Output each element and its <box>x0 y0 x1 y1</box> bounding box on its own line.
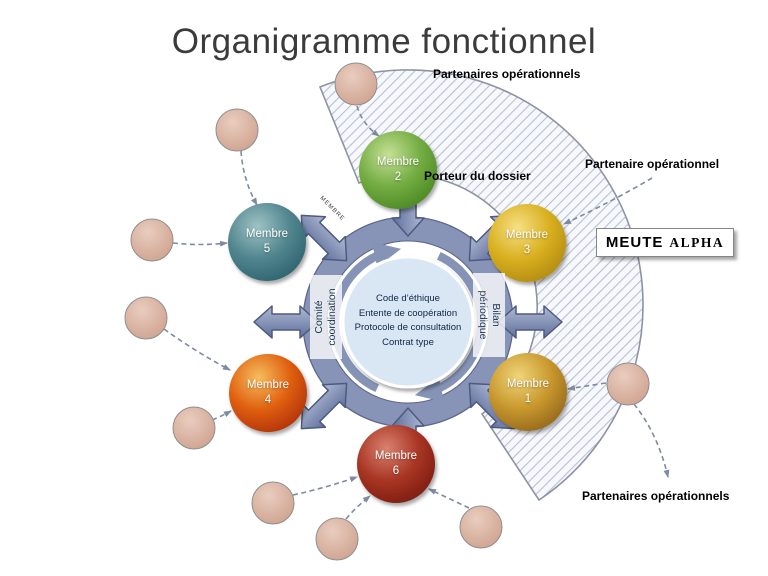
member-1-circle <box>489 353 567 431</box>
dashed-connector <box>211 410 232 421</box>
partner-circles <box>124 62 650 561</box>
member-1-number: 1 <box>524 392 532 405</box>
partner-circle <box>172 406 216 450</box>
partner-circle <box>606 362 650 406</box>
member-6-label: Membre 6 <box>356 449 436 479</box>
member-4-number: 4 <box>264 393 272 406</box>
hub-document-3: Protocole de consultation <box>354 322 462 334</box>
partner-circle <box>315 517 359 561</box>
bilan-line1: Bilan <box>489 303 502 327</box>
member-2-name: Membre <box>376 156 420 168</box>
dashed-connector <box>172 240 228 247</box>
member-3-number: 3 <box>523 243 531 256</box>
member-3-name: Membre <box>505 229 549 241</box>
member-4-circle <box>229 354 307 432</box>
member-5-number: 5 <box>263 242 271 255</box>
meute-alpha-badge: MEUTE ALPHA <box>596 228 734 257</box>
member-4-name: Membre <box>246 379 290 391</box>
member-1-name: Membre <box>506 378 550 390</box>
dashed-connector <box>345 495 371 520</box>
member-4-label: Membre 4 <box>228 378 308 408</box>
member-2-number: 2 <box>394 170 402 183</box>
partner-circle <box>334 62 378 106</box>
member-5-circle <box>228 203 306 281</box>
rotated-label-comite-coordination: Comité coordination <box>310 275 342 359</box>
label-partenaires-bottom: Partenaires opérationnels <box>582 489 730 503</box>
hub-documents: Code d’éthique Entente de coopération Pr… <box>341 292 475 351</box>
label-porteur-du-dossier: Porteur du dossier <box>424 169 531 183</box>
hub-document-4: Contrat type <box>382 337 434 349</box>
member-3-circle <box>488 204 566 282</box>
member-5-name: Membre <box>245 228 289 240</box>
member-5-label: Membre 5 <box>227 227 307 257</box>
dashed-connector <box>428 488 470 509</box>
member-6-name: Membre <box>374 450 418 462</box>
partner-circle <box>459 505 503 549</box>
member-circles <box>228 131 567 503</box>
badge-word-meute: MEUTE <box>605 234 664 251</box>
comite-line2: coordination <box>326 288 338 346</box>
hub-document-1: Code d’éthique <box>376 293 440 304</box>
dashed-connector <box>563 177 653 225</box>
member-6-number: 6 <box>392 464 400 477</box>
hub-document-2: Entente de coopération <box>358 307 458 319</box>
partner-circle <box>124 296 168 340</box>
comite-line1: Comité <box>313 300 326 334</box>
dashed-connector <box>292 476 358 496</box>
member-2-circle <box>359 131 437 209</box>
page-title: Organigramme fonctionnel <box>171 22 597 61</box>
dashed-connectors <box>163 105 670 520</box>
partner-circle <box>130 218 174 262</box>
partner-circle <box>215 108 259 152</box>
bilan-line2: périodique <box>477 290 489 340</box>
member-3-label: Membre 3 <box>487 228 567 258</box>
partner-circle <box>251 481 295 525</box>
dashed-connector <box>633 403 670 478</box>
member-6-circle <box>357 425 435 503</box>
dashed-connector <box>567 382 607 391</box>
dashed-connector <box>356 105 380 137</box>
label-partenaire-right: Partenaire opérationnel <box>585 157 720 171</box>
label-partenaires-top: Partenaires opérationnels <box>433 67 581 81</box>
member-2-label: Membre 2 <box>358 155 438 185</box>
rotated-label-bilan-periodique: Bilan périodique <box>473 273 505 357</box>
dashed-connector <box>240 150 258 206</box>
badge-word-alpha: ALPHA <box>669 234 725 250</box>
dashed-connector <box>163 328 231 371</box>
member-1-label: Membre 1 <box>488 377 568 407</box>
